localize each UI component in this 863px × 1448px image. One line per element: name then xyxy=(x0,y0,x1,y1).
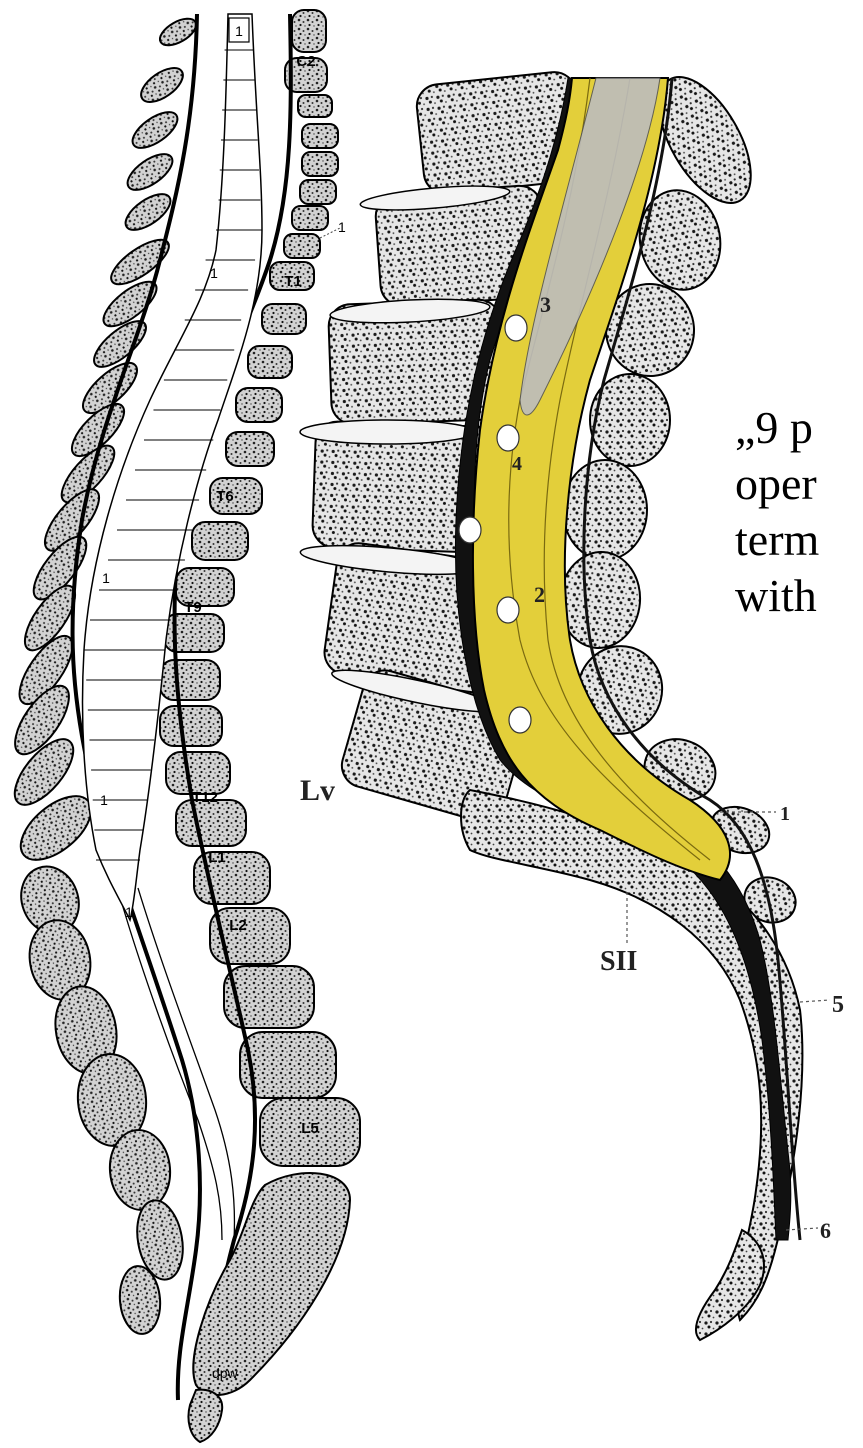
nerve-root-opening xyxy=(459,517,481,543)
segment-label-sacral: 1 xyxy=(125,904,133,920)
nerve-root-opening xyxy=(505,315,527,341)
label-sacral-2: SII xyxy=(600,946,637,977)
segment-label-t1: 1 xyxy=(210,265,218,281)
pointer-line-5 xyxy=(800,1000,830,1002)
vertebral-body xyxy=(226,432,274,466)
label-6: 6 xyxy=(820,1218,831,1243)
spinous-process xyxy=(127,105,183,154)
vertebral-body xyxy=(262,304,306,334)
vertebra-label-t12: T12 xyxy=(192,789,218,806)
pointer-line-6 xyxy=(786,1228,818,1230)
caption-line-4: with xyxy=(735,568,863,624)
sacrum xyxy=(193,1173,350,1395)
caption-line-1: „9 p xyxy=(735,400,863,456)
vertebral-body xyxy=(292,206,328,230)
vertebral-body xyxy=(300,180,336,204)
vertebral-body xyxy=(284,234,320,258)
segment-label-lumbar: 1 xyxy=(100,792,108,808)
signature: dpw xyxy=(212,1365,239,1381)
intervertebral-disc xyxy=(300,420,475,444)
caption-line-3: term xyxy=(735,512,863,568)
nerve-root-opening xyxy=(509,707,531,733)
label-lumbar-5: Lv xyxy=(300,774,335,807)
segment-label-c1: 1 xyxy=(235,23,243,39)
vertebral-body xyxy=(302,124,338,148)
vertebra-label-t9: T9 xyxy=(184,599,202,616)
spinous-process-section xyxy=(563,460,647,560)
label-1: 1 xyxy=(780,803,790,825)
label-2: 2 xyxy=(534,582,545,607)
lumbosacral-section: Lv SII 1 5 6 3 4 2 xyxy=(299,62,844,1340)
spinous-process xyxy=(156,13,201,50)
coccyx xyxy=(188,1390,222,1442)
vertebra-label-l2: L2 xyxy=(229,917,247,934)
spinous-process xyxy=(135,61,188,108)
vertebra-label-t1: T1 xyxy=(284,273,302,290)
label-3: 3 xyxy=(540,292,551,317)
vertebral-body xyxy=(302,152,338,176)
vertebral-body xyxy=(176,800,246,846)
caption-text: „9 p oper term with xyxy=(735,400,863,624)
nerve-root-opening xyxy=(497,425,519,451)
vertebral-body xyxy=(298,95,332,117)
vertebral-body xyxy=(166,752,230,794)
vertebral-body xyxy=(160,660,220,700)
coccyx-section xyxy=(696,1230,764,1340)
vertebral-body xyxy=(248,346,292,378)
vertebra-label-l5: L5 xyxy=(301,1120,319,1137)
segment-label-thoracic: 1 xyxy=(102,570,110,586)
label-4: 4 xyxy=(512,453,522,475)
pointer-label: 1 xyxy=(338,219,346,235)
vertebra-label-c2: C2 xyxy=(296,53,315,70)
vertebra-label-t6: T6 xyxy=(216,488,234,505)
label-5: 5 xyxy=(832,992,844,1018)
spinal-cord-schematic: 1 1 1 1 1 1 C2 T1 T6 T9 T12 L1 L2 L5 dpw xyxy=(4,10,360,1442)
spinous-process xyxy=(122,147,178,196)
nerve-root-opening xyxy=(497,597,519,623)
vertebral-body xyxy=(292,10,326,52)
vertebral-body xyxy=(236,388,282,422)
vertebral-body xyxy=(160,706,222,746)
vertebral-body xyxy=(192,522,248,560)
caption-line-2: oper xyxy=(735,456,863,512)
vertebra-label-l1: L1 xyxy=(208,849,226,866)
